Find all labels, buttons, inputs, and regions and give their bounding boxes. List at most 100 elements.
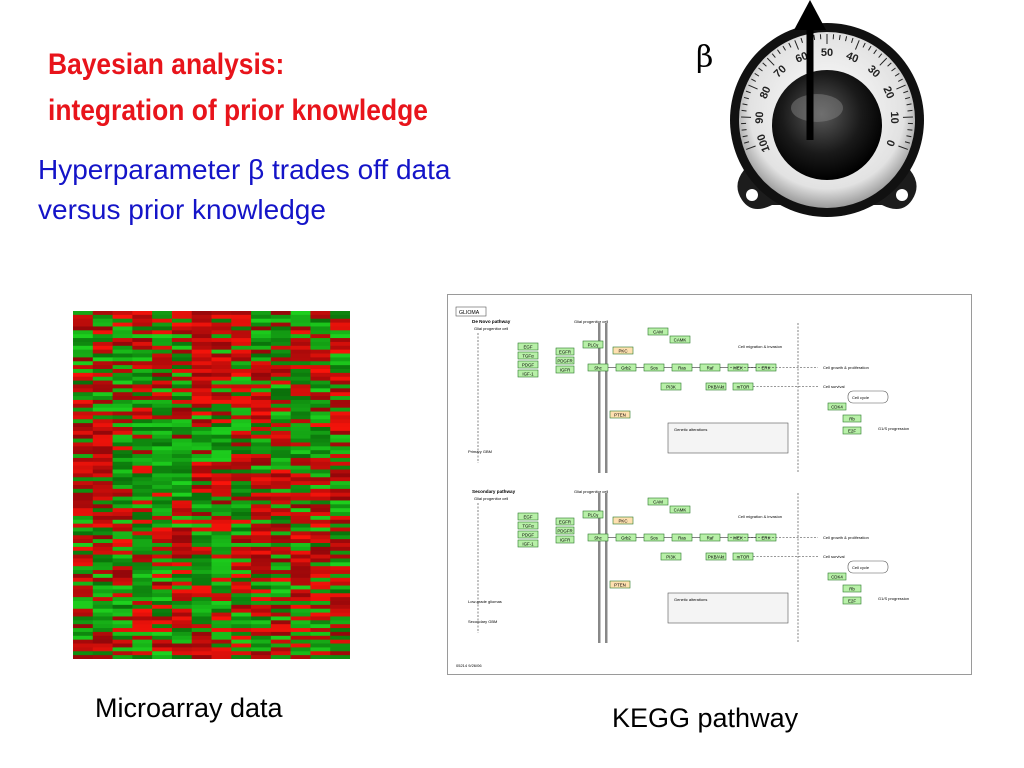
kegg-gene-box [669, 505, 691, 514]
kegg-gene-box [660, 382, 682, 391]
svg-text:Secondary pathway: Secondary pathway [472, 489, 516, 494]
dial-arrow-head-icon [794, 0, 826, 30]
svg-text:Genetic alterations: Genetic alterations [674, 427, 707, 432]
kegg-gene-box [827, 572, 847, 581]
dial-scale-label: 80 [758, 85, 774, 101]
svg-text:PDGFR: PDGFR [557, 528, 572, 533]
svg-text:Shc: Shc [594, 535, 602, 540]
kegg-gene-box [555, 356, 575, 365]
svg-text:E2F: E2F [848, 428, 856, 433]
kegg-gene-box [517, 530, 539, 539]
microarray-heatmap [73, 311, 350, 659]
kegg-gene-box [609, 580, 631, 589]
svg-text:IGF-1: IGF-1 [522, 541, 534, 546]
kegg-gene-box [555, 365, 575, 374]
kegg-title: GLIOMA [459, 310, 480, 316]
svg-text:Glial progenitor cell: Glial progenitor cell [574, 489, 608, 494]
svg-text:De Novo pathway: De Novo pathway [472, 319, 511, 324]
title-line-2: integration of prior knowledge [48, 94, 428, 127]
svg-text:IGFR: IGFR [560, 367, 571, 372]
svg-text:Cell growth & proliferation: Cell growth & proliferation [823, 535, 869, 540]
svg-text:Glial progenitor cell: Glial progenitor cell [474, 326, 508, 331]
slide-subtitle: Hyperparameter β trades off data versus … [38, 150, 578, 230]
kegg-gene-box [647, 327, 669, 336]
dial-scale-label: 40 [844, 50, 860, 66]
svg-text:IGF-1: IGF-1 [522, 371, 534, 376]
svg-text:Sos: Sos [650, 365, 658, 370]
svg-text:CAM: CAM [653, 499, 663, 504]
kegg-gene-box [842, 584, 862, 593]
svg-text:Grb2: Grb2 [621, 535, 631, 540]
title-line-1: Bayesian analysis: [48, 48, 285, 81]
kegg-gene-box [582, 510, 604, 519]
subtitle-line-1: Hyperparameter β trades off data [38, 154, 451, 185]
svg-text:Glial progenitor cell: Glial progenitor cell [474, 496, 508, 501]
svg-text:CDK4: CDK4 [831, 574, 843, 579]
slide-title: Bayesian analysis: integration of prior … [48, 42, 506, 134]
dial-scale-label: 20 [880, 85, 896, 101]
svg-text:Cell growth & proliferation: Cell growth & proliferation [823, 365, 869, 370]
kegg-gene-box [555, 535, 575, 544]
kegg-gene-box [517, 539, 539, 548]
svg-text:Cell survival: Cell survival [823, 554, 845, 559]
svg-text:PTEN: PTEN [614, 582, 626, 587]
dial-knob [772, 70, 882, 180]
dial-scale-label: 90 [754, 111, 766, 124]
kegg-gene-box [609, 410, 631, 419]
kegg-gene-box [555, 526, 575, 535]
svg-text:CAMK: CAMK [674, 507, 687, 512]
svg-text:PTEN: PTEN [614, 412, 626, 417]
svg-text:PI3K: PI3K [666, 384, 676, 389]
svg-text:Raf: Raf [707, 535, 715, 540]
svg-text:Raf: Raf [707, 365, 715, 370]
kegg-gene-box [517, 360, 539, 369]
svg-text:PLCγ: PLCγ [588, 342, 600, 347]
svg-text:EGF: EGF [523, 514, 532, 519]
caption-microarray: Microarray data [95, 693, 283, 723]
svg-text:CAMK: CAMK [674, 337, 687, 342]
svg-text:EGFR: EGFR [559, 349, 571, 354]
svg-text:PKB/Akt: PKB/Akt [708, 554, 725, 559]
dial-scale-label: 100 [755, 132, 773, 153]
kegg-gene-box [612, 346, 634, 355]
svg-text:EGF: EGF [523, 344, 532, 349]
svg-text:Ras: Ras [678, 365, 687, 370]
kegg-gene-box [827, 402, 847, 411]
svg-text:Cell cycle: Cell cycle [852, 395, 870, 400]
svg-text:TGFα: TGFα [522, 523, 534, 528]
kegg-gene-box [517, 512, 539, 521]
svg-text:PKC: PKC [618, 518, 627, 523]
kegg-gene-box [582, 340, 604, 349]
dial-scale-label: 50 [821, 47, 833, 59]
dial-scale-label: 0 [883, 138, 896, 148]
svg-text:PLCγ: PLCγ [588, 512, 600, 517]
svg-text:Low-grade gliomas: Low-grade gliomas [468, 599, 502, 604]
svg-text:PDGFR: PDGFR [557, 358, 572, 363]
svg-text:Rb: Rb [849, 416, 855, 421]
kegg-footer: 05214 9/26/06 [456, 663, 482, 668]
beta-label: β [696, 40, 714, 75]
svg-text:PKB/Akt: PKB/Akt [708, 384, 725, 389]
svg-text:PDGF: PDGF [522, 532, 535, 537]
kegg-gene-box [555, 517, 575, 526]
kegg-gene-box [647, 497, 669, 506]
svg-text:G1/S progression: G1/S progression [878, 426, 909, 431]
kegg-gene-box [842, 426, 862, 435]
svg-text:E2F: E2F [848, 598, 856, 603]
svg-text:Glial progenitor cell: Glial progenitor cell [574, 319, 608, 324]
svg-text:mTOR: mTOR [737, 554, 750, 559]
kegg-gene-box [660, 552, 682, 561]
svg-text:Grb2: Grb2 [621, 365, 631, 370]
kegg-gene-box [612, 516, 634, 525]
kegg-gene-box [517, 369, 539, 378]
svg-text:EGFR: EGFR [559, 519, 571, 524]
kegg-gene-box [517, 521, 539, 530]
svg-text:Rb: Rb [849, 586, 855, 591]
svg-text:IGFR: IGFR [560, 537, 571, 542]
svg-text:Primary GBM: Primary GBM [468, 449, 492, 454]
dial-scale-label: 10 [888, 111, 900, 124]
dial-scale-label: 60 [794, 50, 810, 66]
